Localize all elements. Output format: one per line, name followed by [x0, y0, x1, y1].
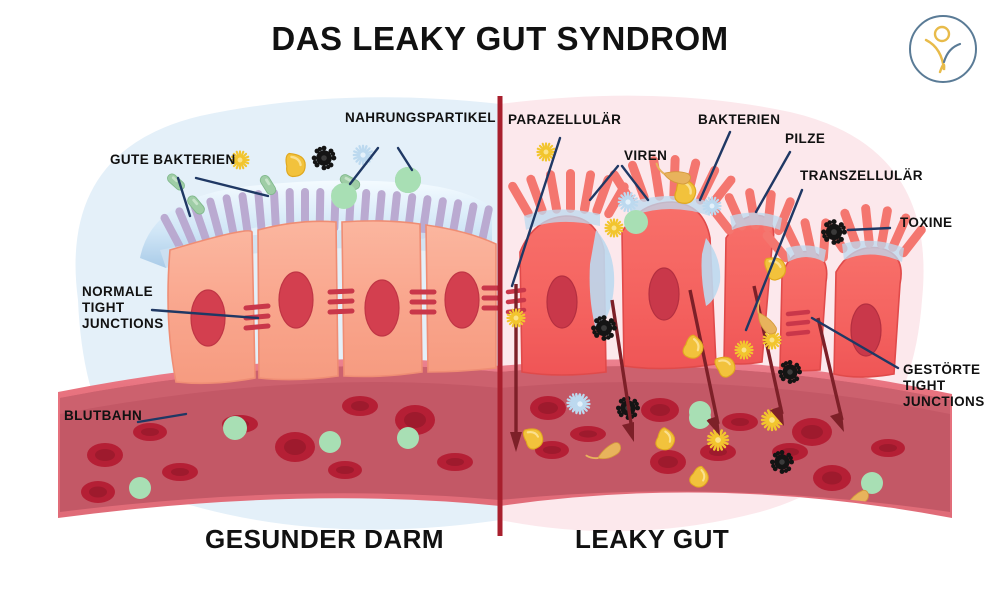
leader-nahrungspartikel-a: [396, 146, 414, 172]
label-parazellulaer: PARAZELLULÄR: [508, 112, 622, 127]
label-gute-bakterien: GUTE BAKTERIEN: [110, 152, 236, 167]
leader-bakterien: [698, 130, 732, 202]
label-viren: VIREN: [624, 148, 668, 163]
lumen-particles-healthy: [165, 144, 421, 217]
leader-normale-tj: [150, 308, 260, 320]
label-normale-tight-junctions: NORMALE TIGHT JUNCTIONS: [82, 284, 164, 331]
leaky-microvilli: [508, 155, 926, 263]
leader-transzellulaer: [744, 188, 804, 332]
food-particle: [689, 401, 711, 423]
label-transzellulaer: TRANSZELLULÄR: [800, 168, 923, 183]
page-title: DAS LEAKY GUT SYNDROM: [271, 20, 729, 57]
label-pilze: PILZE: [785, 131, 826, 146]
label-toxine: TOXINE: [900, 215, 953, 230]
caption-healthy-gut: GESUNDER DARM: [205, 524, 445, 554]
cell-nucleus: [546, 267, 882, 357]
label-bakterien: BAKTERIEN: [698, 112, 781, 127]
label-blutbahn: BLUTBAHN: [64, 408, 143, 423]
leader-parazellulaer: [510, 136, 562, 288]
healthy-cells: [167, 220, 503, 385]
pathogens-leaky-side: [506, 142, 847, 423]
leader-toxine: [846, 226, 892, 232]
blood-vessel: [58, 359, 952, 518]
food-particle: [331, 183, 357, 209]
leader-gute-bakterien-a: [176, 176, 192, 218]
wellness-person-logo: [909, 15, 977, 83]
label-gestoerte-tight-junctions: GESTÖRTE TIGHT JUNCTIONS: [903, 362, 985, 409]
leader-viren-a: [588, 164, 620, 202]
leader-lines: [136, 130, 900, 424]
food-particle: [624, 210, 648, 234]
nutrient-particles: [129, 416, 419, 499]
cell-nucleus: [190, 271, 480, 347]
caption-leaky-gut: LEAKY GUT: [575, 524, 730, 554]
leader-gute-bakterien-b: [194, 176, 270, 198]
healthy-blood-contents: [81, 396, 473, 503]
leaky-epithelium: [505, 142, 926, 452]
transcellular-arrow: [688, 289, 720, 425]
leader-gestoerte-tj: [810, 316, 900, 370]
food-particle: [395, 167, 421, 193]
label-nahrungspartikel: NAHRUNGSPARTIKEL: [345, 110, 496, 125]
leader-pilze: [754, 150, 792, 214]
leader-viren-b: [620, 164, 650, 202]
leader-nahrungspartikel-b: [348, 146, 380, 186]
leader-blutbahn: [136, 412, 188, 424]
